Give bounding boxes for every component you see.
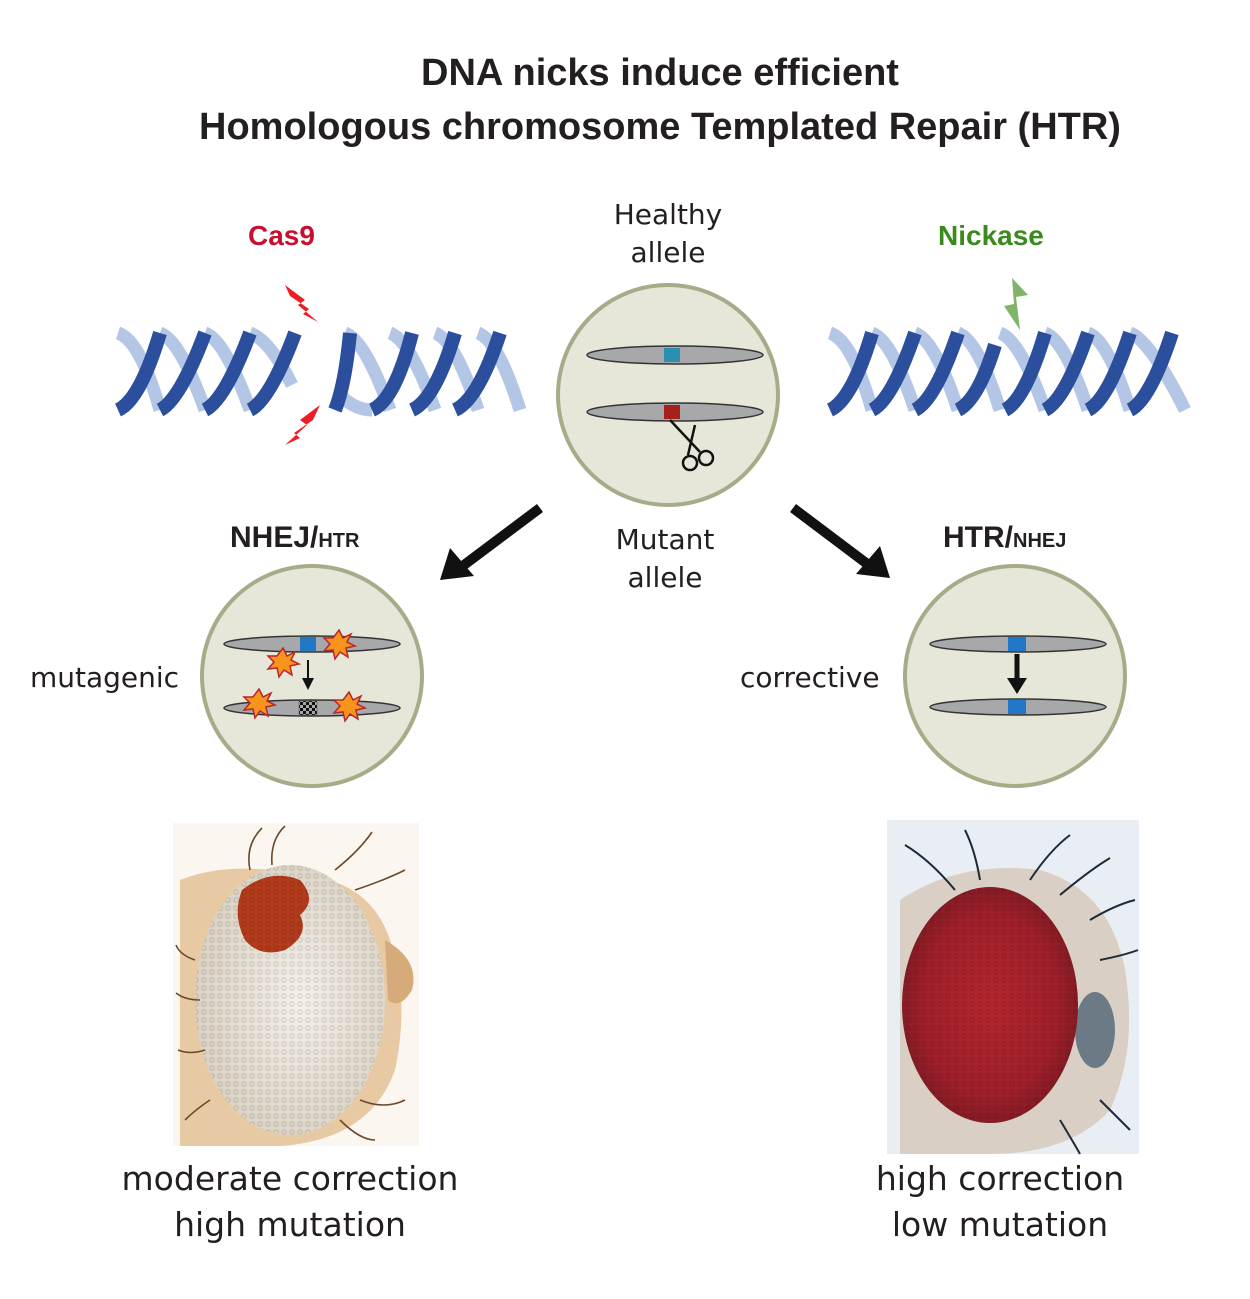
mutant-allele-label: Mutant allele xyxy=(615,523,715,594)
fly-eye-photo-right xyxy=(887,820,1139,1155)
diagram-title-line1: DNA nicks induce efficient xyxy=(421,52,899,94)
left-outcome-caption: moderate correction high mutation xyxy=(121,1159,459,1244)
lightning-icon xyxy=(285,405,320,445)
lightning-icon xyxy=(285,285,318,322)
arrow-icon xyxy=(789,504,890,578)
nhej-pathway-label: NHEJ/HTR xyxy=(230,521,360,554)
mutagenic-label: mutagenic xyxy=(30,661,180,694)
mutant-allele-band xyxy=(664,405,680,419)
arrow-icon xyxy=(440,504,543,580)
htr-pathway-label: HTR/NHEJ xyxy=(943,521,1067,554)
burst-icon xyxy=(322,628,358,661)
cas9-label: Cas9 xyxy=(248,220,315,251)
lightning-icon xyxy=(1004,278,1028,330)
healthy-allele-label: Healthy allele xyxy=(613,198,723,269)
dna-helix-left xyxy=(114,326,527,417)
nickase-label: Nickase xyxy=(938,220,1044,251)
burst-icon xyxy=(266,646,302,679)
nucleus-htr xyxy=(903,564,1127,788)
diagram-title-line2: Homologous chromosome Templated Repair (… xyxy=(199,106,1121,148)
nucleus-nhej xyxy=(200,564,424,788)
right-outcome-caption: high correction low mutation xyxy=(875,1159,1125,1244)
healthy-allele-band xyxy=(664,348,680,362)
burst-icon xyxy=(242,687,278,720)
burst-icon xyxy=(332,690,368,723)
dna-dark-strand-left xyxy=(114,330,507,417)
nucleus-center xyxy=(556,283,780,507)
corrective-label: corrective xyxy=(740,661,880,694)
fly-eye-photo-left xyxy=(173,823,419,1146)
dna-helix-right xyxy=(826,326,1191,417)
scissors-icon xyxy=(669,419,715,472)
